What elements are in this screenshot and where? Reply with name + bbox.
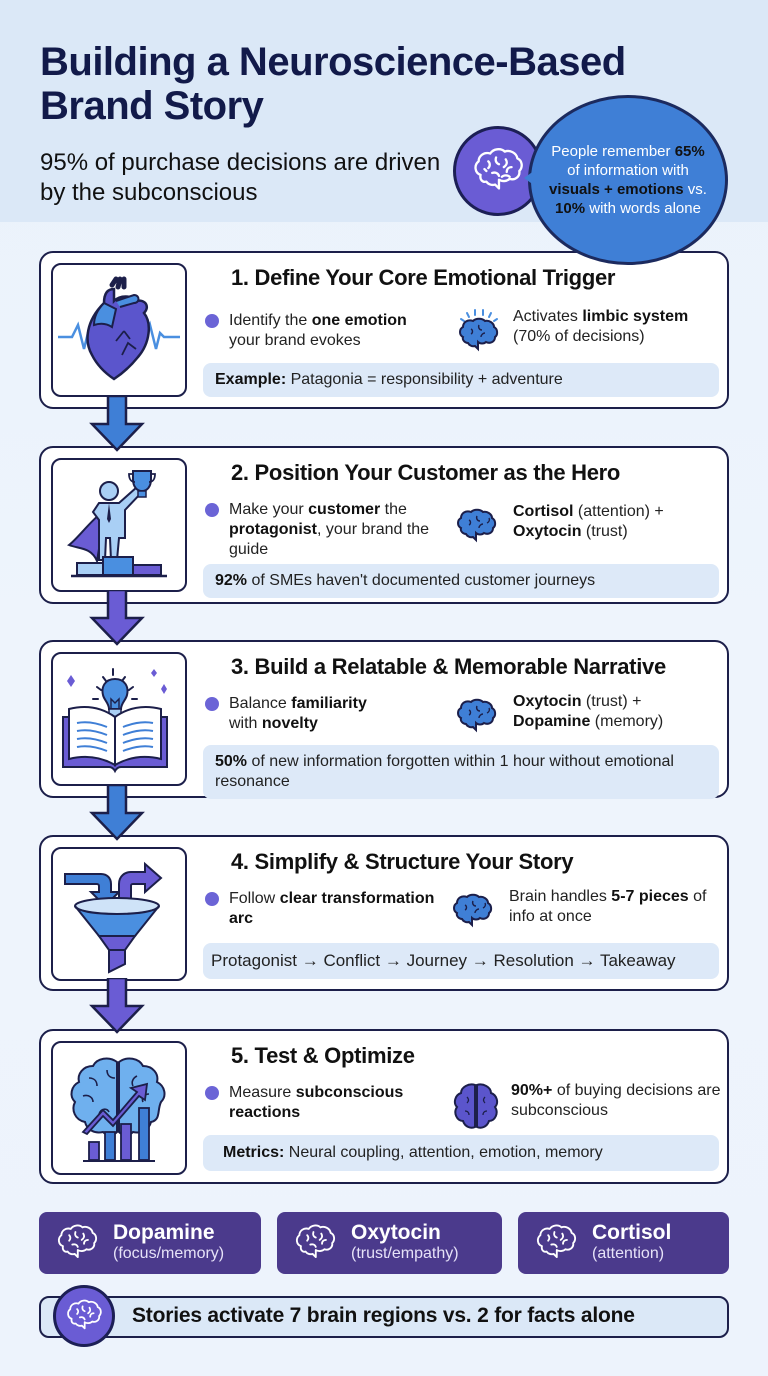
hormone-desc: (trust/empathy): [351, 1245, 459, 1262]
brain-chart-icon: [70, 1057, 166, 1162]
step-callout: Example: Patagonia = responsibility + ad…: [203, 363, 719, 397]
step-card-5: 5. Test & Optimize Measure subconscious …: [39, 1029, 729, 1184]
step-callout: Metrics: Neural coupling, attention, emo…: [203, 1135, 719, 1171]
step-title: 1. Define Your Core Emotional Trigger: [231, 265, 616, 290]
step-neuro-note: Cortisol (attention) + Oxytocin (trust): [455, 502, 725, 543]
book-lightbulb-icon: [62, 668, 168, 774]
hormone-chip-oxytocin: Oxytocin (trust/empathy): [277, 1212, 502, 1274]
brain-icon: [457, 508, 497, 543]
step-callout: Protagonist → Conflict → Journey → Resol…: [203, 943, 719, 979]
brain-activation-icon: [459, 309, 499, 352]
step-title: 4. Simplify & Structure Your Story: [231, 849, 574, 874]
bullet-dot-icon: [205, 697, 219, 711]
footer-text: Stories activate 7 brain regions vs. 2 f…: [132, 1304, 635, 1327]
stat-bubble-text: People remember 65% of information with …: [549, 143, 707, 217]
brain-icon: [474, 148, 523, 190]
bullet-dot-icon: [205, 314, 219, 328]
brain-outline-icon: [536, 1224, 577, 1258]
brain-outline-icon: [295, 1224, 336, 1258]
step-title: 5. Test & Optimize: [231, 1043, 415, 1068]
step-neuro-note: 90%+ of buying decisions are subconsciou…: [453, 1081, 723, 1129]
title-line-1: Building a Neuroscience-Based: [40, 40, 626, 84]
page-title: Building a Neuroscience-Based Brand Stor…: [40, 40, 740, 128]
step-neuro-note: Oxytocin (trust) + Dopamine (memory): [455, 692, 725, 733]
step-title: 2. Position Your Customer as the Hero: [231, 460, 621, 485]
step-card-3: 3. Build a Relatable & Memorable Narrati…: [39, 640, 729, 799]
step-callout: 50% of new information forgotten within …: [203, 745, 719, 799]
hormone-desc: (attention): [592, 1245, 665, 1262]
hormone-chip-dopamine: Dopamine (focus/memory): [39, 1212, 261, 1274]
step-neuro-note: Brain handles 5-7 pieces of info at once: [451, 887, 721, 928]
step-icon-box: [51, 458, 187, 592]
bubble-tail: [524, 168, 538, 188]
step-bullet: Identify the one emotion your brand evok…: [205, 311, 435, 351]
down-arrow-icon: [89, 978, 145, 1034]
stat-bubble: People remember 65% of information with …: [528, 95, 728, 265]
step-card-2: 2. Position Your Customer as the Hero Ma…: [39, 446, 729, 604]
bullet-dot-icon: [205, 503, 219, 517]
step-icon-box: [51, 263, 187, 397]
footer-brain-badge: [53, 1285, 115, 1347]
step-icon-box: [51, 1041, 187, 1175]
step-card-1: 1. Define Your Core Emotional Trigger Id…: [39, 251, 729, 409]
step-title: 3. Build a Relatable & Memorable Narrati…: [231, 654, 666, 679]
step-bullet: Make your customer the protagonist, your…: [205, 500, 435, 560]
hormone-desc: (focus/memory): [113, 1245, 225, 1262]
step-bullet: Measure subconscious reactions: [205, 1083, 435, 1123]
down-arrow-icon: [89, 785, 145, 841]
funnel-icon: [64, 861, 163, 974]
brain-outline-icon: [67, 1299, 102, 1330]
bullet-dot-icon: [205, 892, 219, 906]
step-icon-box: [51, 847, 187, 981]
hormone-text: Dopamine (focus/memory): [113, 1222, 224, 1264]
hormone-name: Cortisol: [592, 1221, 672, 1244]
step-callout: 92% of SMEs haven't documented customer …: [203, 564, 719, 598]
hormone-text: Oxytocin (trust/empathy): [351, 1222, 459, 1264]
brain-outline-icon: [57, 1224, 98, 1258]
hormone-name: Oxytocin: [351, 1221, 441, 1244]
step-bullet: Balance familiarity with novelty: [205, 694, 435, 734]
heart-icon: [58, 276, 180, 381]
brain-icon: [453, 893, 493, 928]
hormone-text: Cortisol (attention): [592, 1222, 671, 1264]
subtitle: 95% of purchase decisions are driven by …: [40, 149, 441, 206]
hero-trophy-icon: [66, 470, 167, 578]
brain-icon: [457, 698, 497, 733]
hormone-chip-cortisol: Cortisol (attention): [518, 1212, 729, 1274]
down-arrow-icon: [89, 396, 145, 452]
step-neuro-note: Activates limbic system (70% of decision…: [455, 307, 725, 352]
bullet-dot-icon: [205, 1086, 219, 1100]
footer-banner: [39, 1296, 729, 1338]
down-arrow-icon: [89, 590, 145, 646]
step-icon-box: [51, 652, 187, 786]
step-bullet: Follow clear transformation arc: [205, 889, 435, 929]
hormone-name: Dopamine: [113, 1221, 215, 1244]
step-card-4: 4. Simplify & Structure Your Story Follo…: [39, 835, 729, 991]
title-line-2: Brand Story: [40, 84, 264, 128]
brain-top-view-icon: [453, 1083, 499, 1129]
